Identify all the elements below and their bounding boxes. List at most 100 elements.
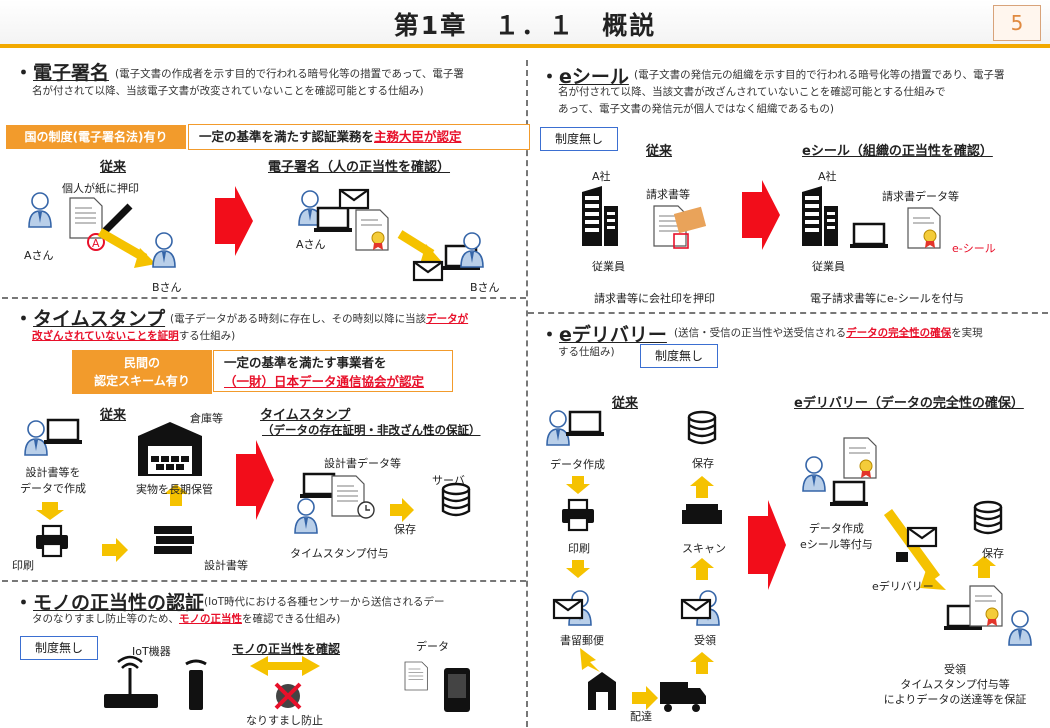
- divider-edelivery: [528, 312, 1048, 314]
- eseal-company-a-new: A社: [818, 170, 837, 183]
- edelivery-data-create: データ作成: [550, 458, 605, 471]
- eseal-desc-2: 名が付されて以降、当該文書が改ざんされていないことを確認可能とする仕組みで: [558, 86, 946, 98]
- timestamp-save: 保存: [394, 523, 416, 536]
- esig-cert-prefix: 一定の基準を満たす認証業務を: [199, 129, 375, 144]
- esig-cert-red: 主務大臣が認定: [374, 129, 462, 144]
- edelivery-new-caption-1: 受領: [944, 663, 966, 676]
- eseal-caption-new: 電子請求書等にe-シールを付与: [810, 292, 964, 305]
- esig-personal-stamp: 個人が紙に押印: [62, 182, 139, 195]
- iot-spoof: なりすまし防止: [246, 714, 323, 727]
- eseal-red-arrow: [742, 180, 780, 250]
- esig-person-a-old: Aさん: [24, 249, 54, 262]
- esig-conventional: 従来: [100, 160, 127, 175]
- timestamp-design-data-2: データで作成: [20, 482, 86, 495]
- iot-desc-2b: モノの正当性: [179, 613, 242, 625]
- timestamp-design-data: 設計書等を データで作成: [20, 464, 86, 496]
- esig-desc-2: 名が付されて以降、当該電子文書が改変されていないことを確認可能とする仕組み): [32, 85, 424, 97]
- iot-desc-2c: を確認できる仕組み): [242, 613, 341, 625]
- iot-illustration: [104, 655, 470, 712]
- edelivery-no-system-badge: 制度無し: [640, 344, 718, 368]
- eseal-company-a-old: A社: [592, 170, 611, 183]
- esig-old-illustration: A: [28, 192, 176, 268]
- eseal-invoice-data: 請求書データ等: [882, 190, 959, 203]
- timestamp-cert-box: 一定の基準を満たす事業者を （一財）日本データ通信協会が認定: [213, 350, 453, 392]
- eseal-desc-3: あって、電子文書の発信元が個人ではなく組織であるもの): [558, 103, 834, 115]
- eseal-heading: ・eシール: [540, 62, 629, 89]
- eseal-bullet: ・: [540, 66, 560, 88]
- edelivery-print: 印刷: [568, 542, 590, 555]
- edelivery-old-illustration: [546, 410, 722, 712]
- iot-heading: ・モノの正当性の認証: [14, 588, 204, 615]
- edelivery-red-arrow: [748, 500, 786, 590]
- eseal-desc-1: (電子文書の発信元の組織を示す目的で行われる暗号化等の措置であり、電子署: [634, 69, 1005, 81]
- eseal-new-title: eシール（組織の正当性を確認）: [802, 144, 993, 159]
- edelivery-new-title: eデリバリー（データの完全性の確保）: [794, 396, 1024, 411]
- timestamp-new-illustration: [294, 472, 471, 534]
- timestamp-long-storage: 実物を長期保管: [136, 483, 213, 496]
- edelivery-scan: スキャン: [682, 542, 726, 555]
- timestamp-design-data-1: 設計書等を: [25, 466, 81, 479]
- timestamp-title: タイムスタンプ: [33, 308, 166, 330]
- edelivery-desc-2: する仕組み): [558, 346, 615, 358]
- timestamp-desc-2b: する仕組み): [178, 330, 236, 342]
- edelivery-new-caption-2: タイムスタンプ付与等: [900, 678, 1010, 691]
- edelivery-new-data-create: データ作成 eシール等付与: [800, 520, 873, 552]
- timestamp-print: 印刷: [12, 559, 34, 572]
- eseal-conventional: 従来: [646, 144, 673, 159]
- edelivery-title: eデリバリー: [559, 324, 667, 346]
- timestamp-warehouse: 倉庫等: [190, 412, 223, 425]
- esig-new-illustration: [298, 188, 484, 282]
- iot-data: データ: [416, 640, 449, 653]
- timestamp-desc-1a: (電子データがある時刻に存在し、その時刻以降に当該: [170, 313, 427, 325]
- timestamp-ts-attach: タイムスタンプ付与: [290, 547, 389, 560]
- eseal-employee-old: 従業員: [592, 260, 625, 273]
- page-title: 第1章 １．１ 概説: [393, 11, 657, 40]
- iot-title: モノの正当性の認証: [33, 592, 205, 614]
- esig-bullet: ・: [14, 62, 34, 84]
- esig-person-b-new: Bさん: [470, 281, 500, 294]
- timestamp-heading: ・タイムスタンプ: [14, 304, 165, 331]
- iot-confirm: モノの正当性を確認: [232, 642, 341, 656]
- edelivery-desc-1a: (送信・受信の正当性や送受信される: [674, 327, 847, 339]
- timestamp-new-sub: （データの存在証明・非改ざん性の保証）: [262, 423, 481, 437]
- iot-desc-2a: タのなりすまし防止等のため、: [32, 613, 179, 625]
- timestamp-bullet: ・: [14, 308, 34, 330]
- esig-red-arrow: [215, 186, 253, 256]
- edelivery-new-caption-3: によりデータの送達等を保証: [883, 693, 1027, 706]
- timestamp-desc-1b: データが: [426, 313, 469, 325]
- edelivery-new-illustration: [802, 437, 1032, 646]
- esig-heading: ・電子署名: [14, 58, 109, 85]
- timestamp-new-title: タイムスタンプ: [260, 408, 351, 423]
- timestamp-desc-2: 改ざんされていないことを証明する仕組み): [32, 328, 235, 345]
- header-accent-line: [0, 44, 1050, 48]
- iot-desc-1: (IoT時代における各種センサーから送信されるデー: [204, 596, 445, 608]
- edelivery-delivery: 配達: [630, 710, 652, 723]
- header-bar: [0, 0, 1050, 46]
- esig-person-a-new: Aさん: [296, 238, 326, 251]
- esig-person-b-old: Bさん: [152, 281, 182, 294]
- edelivery-new-data-create-1: データ作成: [808, 522, 864, 535]
- timestamp-conventional: 従来: [100, 408, 127, 423]
- edelivery-desc-1b: データの完全性の確保: [846, 327, 952, 339]
- eseal-caption-old: 請求書等に会社印を押印: [594, 292, 715, 305]
- edelivery-label: eデリバリー: [872, 580, 934, 593]
- timestamp-desc-1: (電子データがある時刻に存在し、その時刻以降に当該データが: [170, 311, 468, 328]
- edelivery-save-2: 保存: [982, 547, 1004, 560]
- timestamp-desc-2a: 改ざんされていないことを証明: [32, 330, 179, 342]
- timestamp-old-illustration: [24, 418, 202, 562]
- esig-title: 電子署名: [33, 62, 110, 84]
- eseal-invoice: 請求書等: [646, 188, 690, 201]
- eseal-title: eシール: [559, 66, 629, 88]
- iot-no-system-badge: 制度無し: [20, 636, 98, 660]
- edelivery-receive: 受領: [694, 634, 716, 647]
- svg-text:A: A: [92, 237, 100, 250]
- esig-new-title: 電子署名（人の正当性を確認）: [268, 160, 451, 175]
- esig-desc-1: (電子文書の作成者を示す目的で行われる暗号化等の措置であって、電子署: [115, 68, 464, 80]
- timestamp-red-arrow: [236, 440, 274, 520]
- edelivery-save: 保存: [692, 457, 714, 470]
- eseal-employee-new: 従業員: [812, 260, 845, 273]
- page-number: 5: [993, 5, 1041, 41]
- edelivery-desc-1c: を実現: [951, 327, 983, 339]
- esig-law-box: 国の制度(電子署名法)有り: [6, 125, 186, 149]
- divider-iot: [2, 580, 526, 582]
